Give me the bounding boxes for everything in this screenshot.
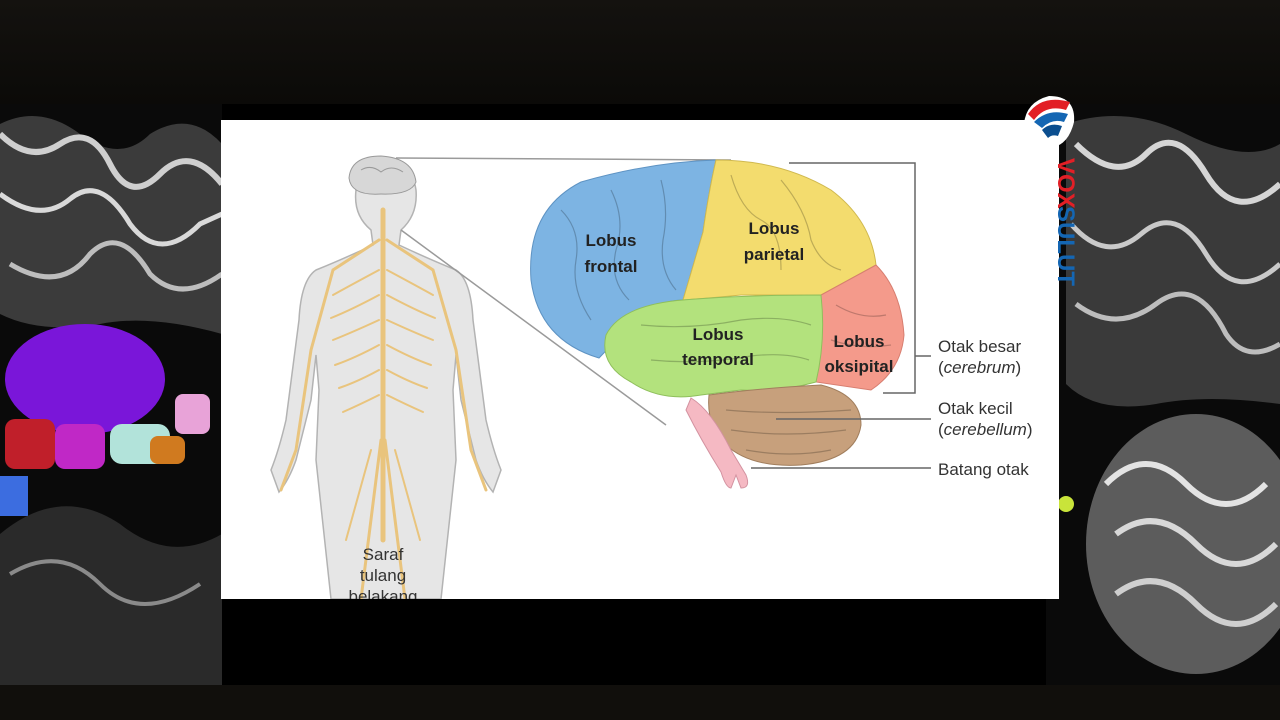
label-occipital-1: Lobus (834, 332, 885, 351)
label-parietal-1: Lobus (749, 219, 800, 238)
background-brain-scan-left (0, 104, 222, 685)
label-frontal-2: frontal (585, 257, 638, 276)
lobe-temporal (604, 294, 824, 398)
human-body-figure (270, 155, 502, 599)
brainstem (685, 397, 749, 489)
label-spinal-1: Saraf (363, 545, 404, 564)
label-temporal-2: temporal (682, 350, 754, 369)
callout-brainstem: Batang otak (938, 460, 1029, 479)
label-spinal-2: tulang (360, 566, 406, 585)
callout-cerebrum-latin: (cerebrum) (938, 358, 1021, 377)
callout-lines (751, 162, 931, 469)
callout-cerebellum-name: Otak kecil (938, 399, 1013, 418)
label-temporal-1: Lobus (693, 325, 744, 344)
enlarged-brain: Lobus frontal Lobus parietal Lobus tempo… (530, 159, 905, 489)
label-occipital-2: oksipital (825, 357, 894, 376)
voxsulut-logo: VOX SULUT (1024, 96, 1079, 286)
logo-text-vox: VOX (1052, 158, 1079, 209)
nervous-system-diagram: Lobus frontal Lobus parietal Lobus tempo… (270, 155, 1033, 599)
letterbox-bottom (0, 685, 1280, 720)
brain-diagram-panel: Lobus frontal Lobus parietal Lobus tempo… (221, 120, 1059, 599)
callout-cerebrum-name: Otak besar (938, 337, 1021, 356)
label-spinal-3: belakang (348, 587, 417, 599)
label-frontal-1: Lobus (586, 231, 637, 250)
label-parietal-2: parietal (744, 245, 804, 264)
background-brain-scan-right (1046, 104, 1280, 685)
callout-cerebellum-latin: (cerebellum) (938, 420, 1033, 439)
letterbox-top (0, 0, 1280, 104)
logo-text-sulut: SULUT (1052, 206, 1079, 286)
nerves (279, 207, 488, 599)
